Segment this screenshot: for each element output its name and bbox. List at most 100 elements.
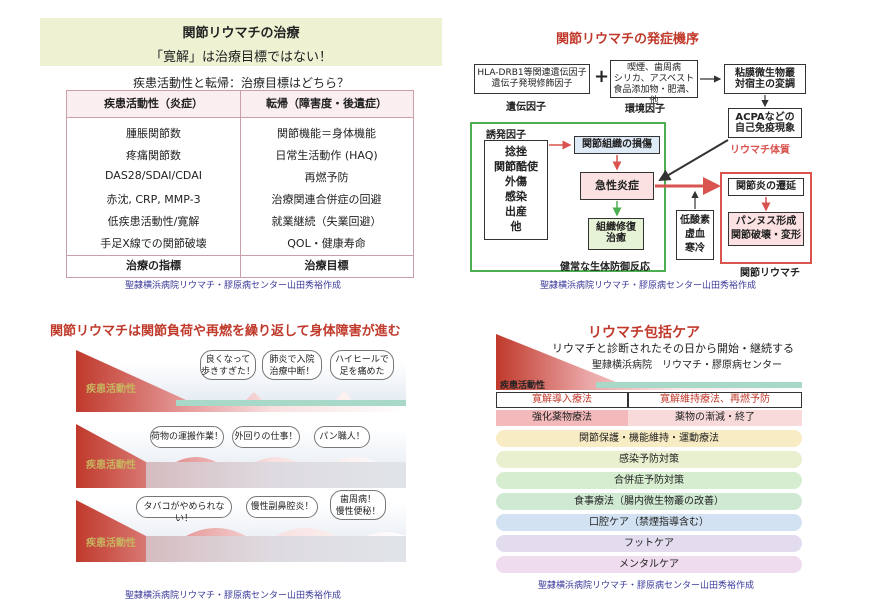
trigger-box: 捻挫 関節酷使 外傷 感染 出産 他 bbox=[484, 140, 548, 240]
speech-bubble: タバコがやめられない！ bbox=[136, 496, 232, 524]
hypoxia-line: 虚血 bbox=[685, 229, 705, 240]
right-item: 就業継続（失業回避） bbox=[271, 215, 382, 228]
right-column-footer: 治療目標 bbox=[304, 259, 349, 272]
acpa-line: 自己免疫現象 bbox=[735, 123, 795, 134]
treatment-subtitle: 「寛解」は治療目標ではない！ bbox=[149, 50, 332, 65]
ra-constitution-label: リウマチ体質 bbox=[730, 145, 790, 156]
care-title: リウマチ包括ケア bbox=[588, 325, 700, 341]
trigger-item: 感染 bbox=[505, 190, 527, 203]
hypoxia-line: 寒冷 bbox=[685, 243, 705, 254]
mechanism-title: 関節リウマチの発症機序 bbox=[556, 32, 700, 47]
right-item: 日常生活動作 (HAQ) bbox=[275, 149, 378, 162]
speech-bubble: 良くなって 歩きすぎた！ bbox=[200, 350, 256, 380]
right-item: 治療関連合併症の回避 bbox=[271, 193, 382, 206]
repair-line: 治癒 bbox=[606, 233, 626, 244]
left-item: 赤沈, CRP, MMP-3 bbox=[106, 193, 201, 206]
left-item: 手足X線での関節破壊 bbox=[100, 237, 207, 250]
hypoxia-box: 低酸素 虚血 寒冷 bbox=[676, 210, 714, 260]
healthy-defense-frame bbox=[470, 122, 666, 272]
care-activity-label: 疾患活動性 bbox=[500, 381, 546, 391]
treatment-header-band bbox=[40, 18, 442, 66]
trigger-item: 外傷 bbox=[505, 175, 527, 188]
microbiome-box: 粘膜微生物叢 対宿主の変調 bbox=[724, 64, 806, 94]
left-item: 疼痛関節数 bbox=[126, 149, 181, 162]
pannus-line: パンヌス形成 bbox=[735, 216, 797, 227]
acpa-line: ACPAなどの bbox=[735, 112, 795, 123]
care-activity-curve bbox=[496, 334, 802, 390]
care-item: メンタルケア bbox=[496, 556, 802, 573]
left-item: 腫脹関節数 bbox=[126, 127, 181, 140]
micro-line: 対宿主の変調 bbox=[735, 79, 795, 90]
care-org: 聖隷横浜病院 リウマチ・膠原病センター bbox=[592, 360, 782, 371]
env-line: 食品添加物・肥満、他 bbox=[613, 85, 695, 106]
bubble-line: 慢性副鼻腔炎！ bbox=[250, 502, 314, 512]
care-item: 感染予防対策 bbox=[496, 451, 802, 468]
credit-line: 聖隷横浜病院リウマチ・膠原病センター山田秀裕作成 bbox=[125, 281, 342, 291]
environment-factor-box: 喫煙、歯周病 シリカ、アスベスト 食品添加物・肥満、他 bbox=[610, 60, 698, 106]
bubble-line: 良くなって bbox=[205, 355, 251, 365]
burden-title: 関節リウマチは関節負荷や再燃を繰り返して身体障害が進む bbox=[50, 324, 401, 339]
care-subtitle: リウマチと診断されたその日から開始・継続する bbox=[552, 342, 794, 355]
environment-label: 環境因子 bbox=[625, 104, 665, 115]
plus-sign: + bbox=[594, 66, 610, 87]
env-line: 喫煙、歯周病 bbox=[626, 63, 681, 73]
right-item: QOL・健康寿命 bbox=[287, 237, 366, 250]
tissue-damage-box: 関節組織の損傷 bbox=[574, 136, 660, 154]
care-item: 口腔ケア（禁煙指導含む） bbox=[496, 514, 802, 531]
right-column-header: 転帰（障害度・後遺症） bbox=[240, 91, 413, 117]
activity-label: 疾患活動性 bbox=[86, 384, 136, 395]
right-item: 再燃予防 bbox=[304, 171, 349, 184]
mechanism-arrows bbox=[549, 75, 771, 217]
speech-bubble: 荷物の運搬作業！ bbox=[150, 426, 224, 448]
trigger-item: 捻挫 bbox=[505, 145, 527, 158]
left-column-header: 疾患活動性（炎症） bbox=[67, 91, 240, 117]
drug-strengthen: 強化薬物療法 bbox=[496, 410, 628, 426]
hypoxia-line: 低酸素 bbox=[680, 215, 710, 226]
pannus-line: 関節破壊・変形 bbox=[731, 230, 801, 241]
env-line: シリカ、アスベスト bbox=[613, 74, 695, 84]
bubble-line: 肺炎で入院 bbox=[269, 355, 315, 365]
speech-bubble: 歯周病！ 慢性便秘！ bbox=[330, 490, 386, 520]
phase-maintenance: 寛解維持療法、再燃予防 bbox=[628, 392, 802, 408]
ra-label: 関節リウマチ bbox=[740, 268, 800, 279]
speech-bubble: 肺炎で入院 治療中断！ bbox=[262, 350, 322, 380]
activity-label: 疾患活動性 bbox=[86, 460, 136, 471]
genetic-line: 遺伝子発現修飾因子 bbox=[491, 79, 573, 89]
credit-line: 聖隷横浜病院リウマチ・膠原病センター山田秀裕作成 bbox=[538, 581, 755, 591]
pannus-box: パンヌス形成 関節破壊・変形 bbox=[728, 212, 804, 246]
acute-inflammation-box: 急性炎症 bbox=[580, 172, 654, 200]
bubble-line: 歩きすぎた！ bbox=[201, 367, 256, 377]
bubble-line: 治療中断！ bbox=[269, 367, 315, 377]
left-column-footer: 治療の指標 bbox=[126, 259, 181, 272]
healthy-defense-label: 健常な生体防御反応 bbox=[560, 262, 650, 273]
treatment-question: 疾患活動性と転帰：治療目標はどちら？ bbox=[132, 76, 349, 90]
activity-label: 疾患活動性 bbox=[86, 538, 136, 549]
speech-bubble: ハイヒールで 足を痛めた bbox=[330, 350, 394, 380]
genetic-line: HLA-DRB1等関連遺伝因子 bbox=[477, 68, 587, 78]
bubble-line: 歯周病！ bbox=[339, 495, 376, 505]
treatment-table: 疾患活動性（炎症） 転帰（障害度・後遺症） 腫脹関節数 疼痛関節数 DAS28/… bbox=[66, 90, 414, 278]
trigger-item: 他 bbox=[510, 220, 522, 233]
phase-induction: 寛解導入療法 bbox=[496, 392, 628, 408]
credit-line: 聖隷横浜病院リウマチ・膠原病センター山田秀裕作成 bbox=[125, 591, 342, 601]
micro-line: 粘膜微生物叢 bbox=[735, 68, 795, 79]
bubble-line: 足を痛めた bbox=[339, 367, 385, 377]
trigger-item: 出産 bbox=[505, 205, 527, 218]
care-item: 関節保護・機能維持・運動療法 bbox=[496, 430, 802, 447]
treatment-title: 関節リウマチの治療 bbox=[182, 26, 300, 41]
speech-bubble: パン職人！ bbox=[314, 426, 370, 448]
bubble-line: 外回りの仕事！ bbox=[234, 432, 298, 442]
left-item: DAS28/SDAI/CDAI bbox=[105, 169, 202, 182]
acpa-box: ACPAなどの 自己免疫現象 bbox=[728, 108, 802, 138]
prolonged-arthritis-box: 関節炎の遷延 bbox=[728, 178, 804, 196]
speech-bubble: 外回りの仕事！ bbox=[232, 426, 300, 448]
bubble-line: 荷物の運搬作業！ bbox=[151, 432, 224, 442]
left-item: 低疾患活動性/寛解 bbox=[107, 215, 200, 228]
drug-taper: 薬物の漸減・終了 bbox=[628, 410, 802, 426]
genetic-label: 遺伝因子 bbox=[506, 102, 546, 113]
bubble-line: タバコがやめられない！ bbox=[143, 502, 225, 524]
trigger-title: 誘発因子 bbox=[486, 130, 526, 141]
speech-bubble: 慢性副鼻腔炎！ bbox=[246, 496, 318, 518]
care-item: 合併症予防対策 bbox=[496, 472, 802, 489]
ra-frame bbox=[720, 172, 812, 264]
